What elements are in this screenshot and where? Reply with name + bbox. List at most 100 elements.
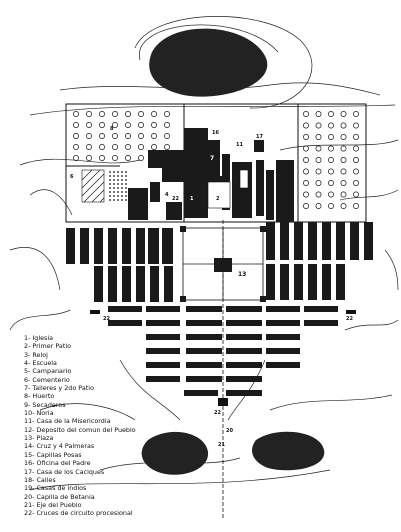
orchard-tree-icon [138,122,144,128]
orchard-tree-icon [138,144,144,150]
orchard-right [303,111,359,209]
label-17: 17 [256,134,263,140]
drying-dot [113,199,115,201]
orchard-tree-icon [73,122,79,128]
label-22b: 22 [103,316,110,322]
house-block [146,306,180,312]
house-block [304,320,338,326]
orchard-tree-icon [138,111,144,117]
drying-dot [109,199,111,201]
drying-dot [125,191,127,193]
orchard-tree-icon [151,111,157,117]
house-block [308,264,317,300]
drying-dot [121,175,123,177]
orchard-tree-icon [303,157,309,163]
drying-dot [121,183,123,185]
drying-dot [113,179,115,181]
orchard-tree-icon [73,111,79,117]
house-block [308,222,317,260]
orchard-tree-icon [112,144,118,150]
drying-yards [109,171,127,201]
orchard-tree-icon [164,144,170,150]
drying-dot [113,171,115,173]
orchard-tree-icon [138,133,144,139]
drying-dot [109,175,111,177]
orchard-tree-icon [303,203,309,209]
orchard-tree-icon [112,122,118,128]
orchard-tree-icon [353,203,359,209]
orchard-tree-icon [151,122,157,128]
drying-dot [109,171,111,173]
house-block [66,228,75,264]
orchard-tree-icon [303,180,309,186]
orchard-tree-icon [340,203,347,209]
house-block [122,228,131,264]
house-block [148,228,157,264]
cemetery-hatch [81,169,105,203]
house-block [280,264,289,300]
label-21: 21 [218,442,225,448]
orchard-tree-icon [164,122,170,128]
orchard-tree-icon [303,134,309,140]
orchard-tree-icon [303,168,309,175]
house-block [108,306,142,312]
drying-dot [109,191,111,193]
procession-crosses [90,310,356,406]
drying-dot [117,191,119,193]
orchard-tree-icon [73,144,79,150]
orchard-tree-icon [125,144,131,150]
label-22c: 22 [346,316,353,322]
drying-dot [117,179,119,181]
orchard-tree-icon [164,133,170,139]
house-block [94,228,103,264]
drying-dot [125,199,127,201]
orchard-tree-icon [86,133,92,139]
orchard-tree-icon [328,191,334,198]
legend-item: 1- Iglesia [24,334,54,342]
drying-dot [117,187,119,189]
house-block [294,264,303,300]
drying-dot [121,171,123,173]
legend-item: 21- Eje del Pueblo [24,500,82,509]
house-block [336,222,345,260]
legend-item: 8- Huerto [24,392,55,401]
orchard-tree-icon [328,111,334,117]
legend-item: 14- Cruz y 4 Palmeras [24,442,95,451]
orchard-tree-icon [340,157,347,163]
orchard-tree-icon [315,134,322,140]
house-block [186,348,222,354]
legend-item: 20- Capilla de Betania [24,492,95,501]
orchard-tree-icon [353,191,359,198]
house-block [186,334,222,340]
house-block [226,306,262,312]
house-block [280,222,289,260]
house-block [336,264,345,300]
orchard-tree-icon [328,122,334,129]
orchard-tree-icon [340,111,347,117]
orchard-tree-icon [86,111,92,117]
orchard-tree-icon [125,155,131,161]
legend-item: 11- Casa de la Misericordia [24,417,111,426]
house-block [94,266,103,302]
church-complex [128,128,294,222]
orchard-tree-icon [86,144,92,150]
church-courtyard [207,169,249,209]
orchard-tree-icon [112,155,118,161]
orchard-tree-icon [112,111,118,117]
label-1: 1 [190,196,194,202]
drying-dot [125,187,127,189]
legend-item: 3- Reloj [24,350,48,359]
drying-dot [121,191,123,193]
orchard-tree-icon [315,111,322,117]
drying-dot [117,195,119,197]
house-block [146,320,180,326]
legend-item: 17- Casa de los Caciques [24,467,105,476]
drying-dot [121,199,123,201]
house-block [364,222,373,260]
orchard-tree-icon [73,155,79,161]
orchard-tree-icon [125,122,131,128]
house-block [266,334,300,340]
legend-item: 7- Talleres y 2do Patio [24,384,94,393]
orchard-tree-icon [353,111,359,117]
drying-dot [109,183,111,185]
